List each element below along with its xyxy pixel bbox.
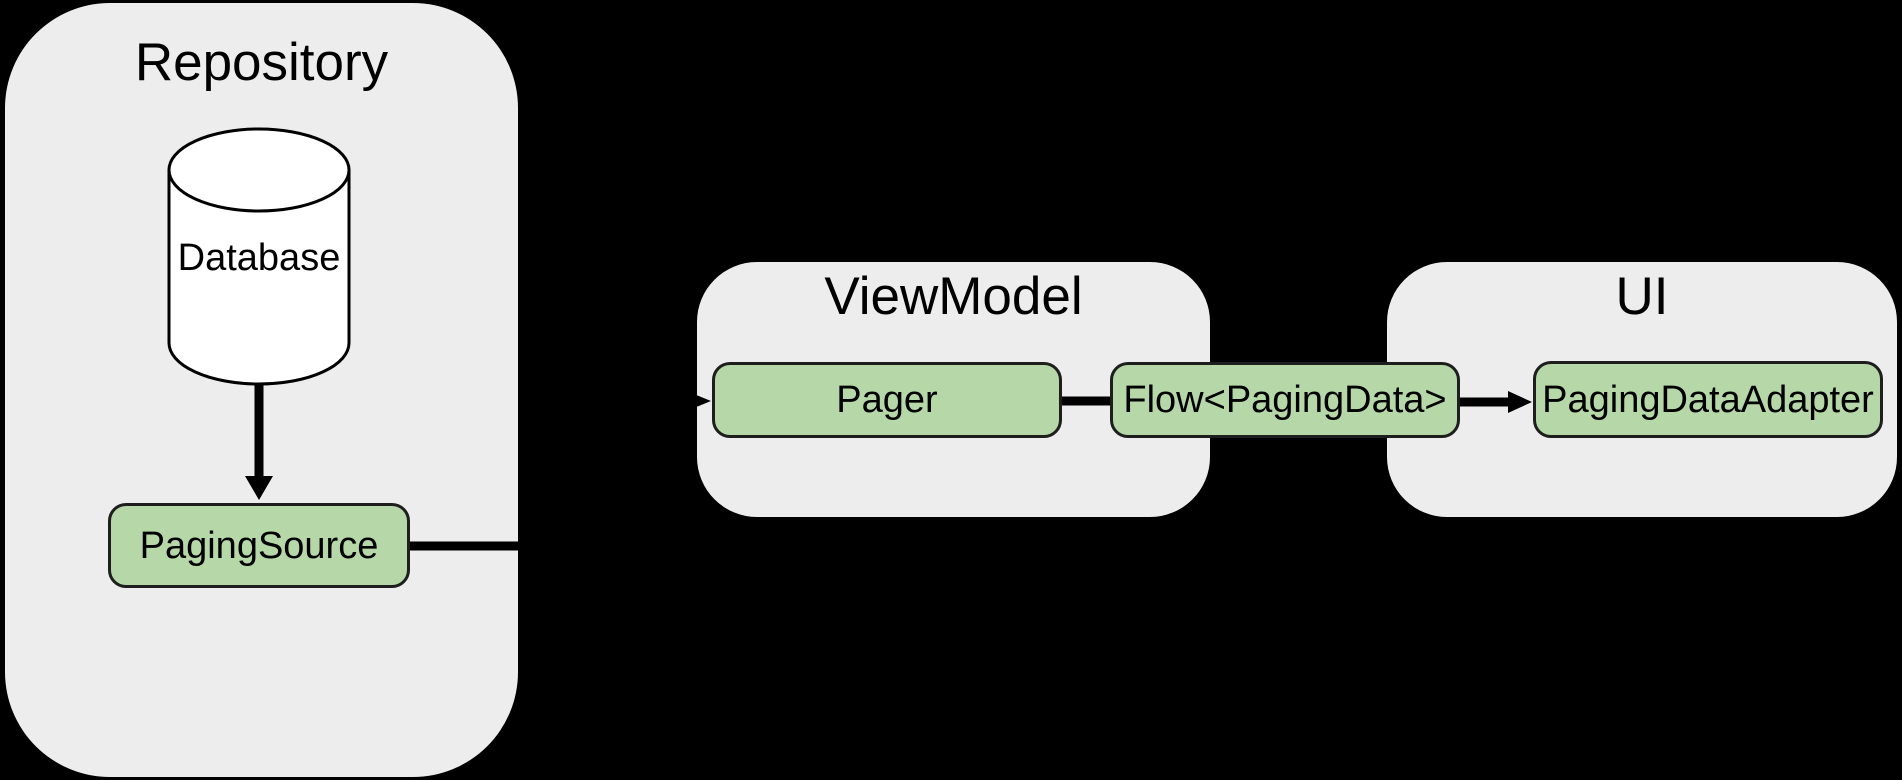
ui-group-title: UI	[1615, 267, 1669, 326]
database-cylinder	[167, 127, 351, 386]
paging-data-adapter-node: PagingDataAdapter	[1533, 361, 1883, 438]
flow-paging-data-node-label: Flow<PagingData>	[1123, 379, 1447, 421]
repository-group-title: Repository	[134, 33, 389, 92]
paging-data-adapter-node-label: PagingDataAdapter	[1542, 378, 1874, 421]
paging-source-node: PagingSource	[108, 503, 410, 588]
pager-node-label: Pager	[836, 379, 938, 421]
flow-paging-data-node: Flow<PagingData>	[1110, 362, 1460, 438]
paging-source-node-label: PagingSource	[139, 524, 379, 567]
pagingsource-to-pager-connector	[408, 390, 711, 551]
database-to-pagingsource-arrow	[245, 372, 273, 500]
pager-node: Pager	[712, 362, 1062, 438]
flow-to-adapter-arrow	[1456, 391, 1532, 413]
database-node-label: Database	[177, 237, 341, 279]
viewmodel-group-title: ViewModel	[824, 267, 1083, 326]
